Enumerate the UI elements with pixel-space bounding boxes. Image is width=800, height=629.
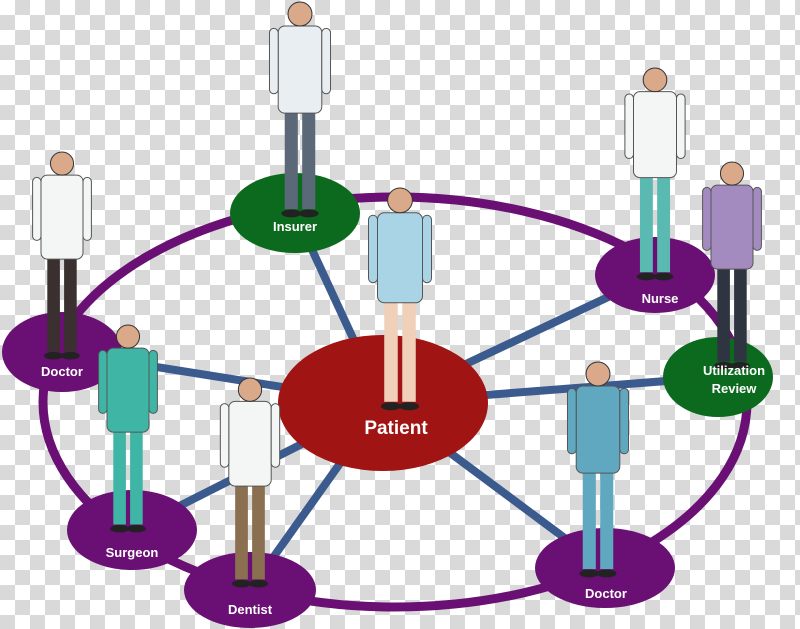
node-doctor-left[interactable] [2,312,122,392]
dentist-person [219,377,281,588]
labels: Patient Insurer Nurse Utilization Review… [41,219,765,617]
nurse-person [624,67,686,281]
node-label-insurer: Insurer [273,219,317,234]
node-patient[interactable] [278,335,488,471]
people [32,1,762,588]
patient-person [368,187,432,411]
node-label-nurse: Nurse [642,291,679,306]
node-label-patient: Patient [364,418,428,439]
doctor-right-person [566,361,630,578]
node-label-review: Review [712,381,758,396]
insurer-person [268,1,332,218]
node-label-doctor-left: Doctor [41,364,83,379]
reviewer-person [702,161,762,370]
node-label-doctor-right: Doctor [585,586,627,601]
node-label-dentist: Dentist [228,602,273,617]
node-label-utilization: Utilization [703,363,765,378]
surgeon-person [98,324,158,533]
node-dentist[interactable] [184,552,316,628]
doctor-left-person [32,151,92,360]
node-label-surgeon: Surgeon [106,545,159,560]
